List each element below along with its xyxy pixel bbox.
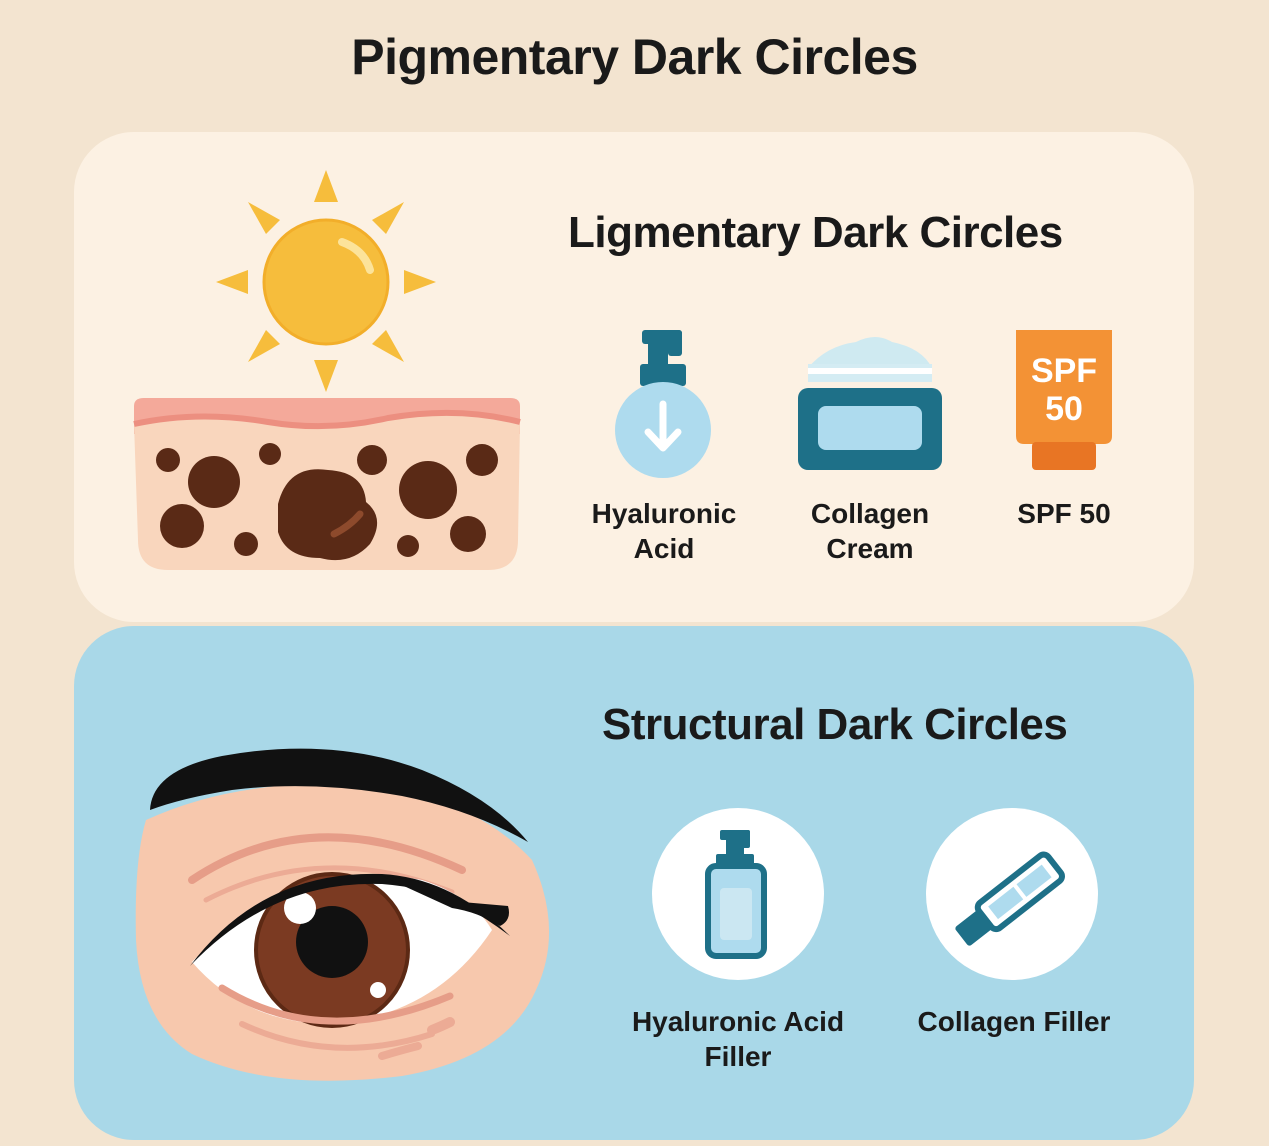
cream-jar-icon xyxy=(798,337,942,470)
pigmented-skin-icon xyxy=(133,398,521,570)
main-title: Pigmentary Dark Circles xyxy=(351,29,918,85)
serum-bottle-icon xyxy=(615,330,711,478)
item-label-spf-50: SPF 50 xyxy=(1017,498,1111,529)
item-label-hyaluronic-acid-filler: Hyaluronic Acid Filler xyxy=(631,1006,845,1072)
tube-text-50: 50 xyxy=(1045,390,1083,428)
pigmentary-section-card: Ligmentary Dark Circles xyxy=(74,132,1194,622)
item-label-collagen-filler: Collagen Filler xyxy=(917,1006,1111,1037)
syringe-icon xyxy=(926,808,1098,980)
eye-icon xyxy=(135,748,550,1081)
tube-text-spf: SPF xyxy=(1031,352,1097,390)
structural-section-card: Structural Dark Circles xyxy=(74,626,1194,1140)
pump-bottle-icon xyxy=(652,808,824,980)
sunscreen-tube-icon: SPF 50 xyxy=(1016,330,1112,470)
sun-icon xyxy=(216,170,436,392)
item-label-hyaluronic-acid: Hyaluronic Acid xyxy=(591,498,737,564)
item-label-collagen-cream: Collagen Cream xyxy=(810,498,930,564)
section-title: Ligmentary Dark Circles xyxy=(568,208,1063,257)
section-title: Structural Dark Circles xyxy=(602,700,1068,749)
